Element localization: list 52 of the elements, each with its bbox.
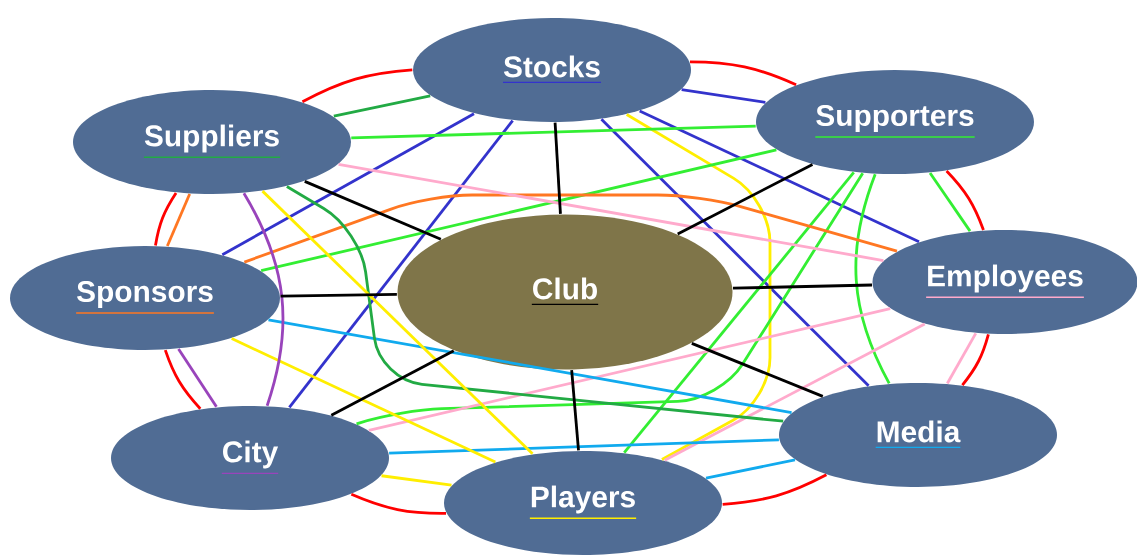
connector-line <box>677 163 814 236</box>
connector-line <box>243 193 898 264</box>
connector-line <box>946 332 977 385</box>
connector-line <box>705 458 796 480</box>
connector-line <box>288 119 514 409</box>
connector-line <box>221 112 475 256</box>
connector-line <box>961 333 990 386</box>
connector-line <box>280 293 397 298</box>
connector-line <box>177 348 218 408</box>
connector-line <box>928 172 972 232</box>
connector-line <box>368 307 891 432</box>
connector-line <box>350 492 446 515</box>
connector-line <box>732 283 873 290</box>
connector-line <box>261 190 534 455</box>
connector-line <box>333 94 431 118</box>
connector-line <box>664 322 926 462</box>
ellipse-node: Supporters <box>756 70 1034 174</box>
ellipse-node: Stocks <box>413 18 691 122</box>
ellipse-node: Sponsors <box>10 246 280 350</box>
connector-line <box>338 162 884 262</box>
connector-line <box>945 170 985 231</box>
connector-line <box>854 173 891 385</box>
connector-line <box>301 68 413 104</box>
connector-line <box>389 438 779 455</box>
connector-line <box>242 192 285 407</box>
connector-line <box>231 337 496 464</box>
connector-line <box>553 122 562 214</box>
connector-line <box>625 113 772 461</box>
connector-line <box>164 349 202 410</box>
connector-line <box>690 60 797 87</box>
connector-line <box>286 185 784 423</box>
connector-line <box>351 124 756 140</box>
connector-line <box>154 192 178 246</box>
connector-line <box>681 88 766 104</box>
connector-line <box>381 474 452 487</box>
ellipse-node: Players <box>444 451 722 555</box>
connector-line <box>600 118 870 387</box>
connector-line <box>356 172 864 426</box>
connector-line <box>304 180 442 241</box>
connector-line <box>639 109 920 244</box>
connector-line <box>691 342 824 398</box>
ellipse-node: City <box>111 406 389 510</box>
connector-line <box>623 171 855 454</box>
connector-line <box>722 473 828 506</box>
connector-line <box>268 318 792 414</box>
ellipse-node: Media <box>779 383 1057 487</box>
connector-line <box>166 193 191 247</box>
ellipse-node: Suppliers <box>73 90 351 194</box>
connector-line <box>330 349 455 417</box>
ellipse-node: Club <box>397 214 733 370</box>
connector-line <box>570 370 580 451</box>
connector-line <box>260 148 777 273</box>
